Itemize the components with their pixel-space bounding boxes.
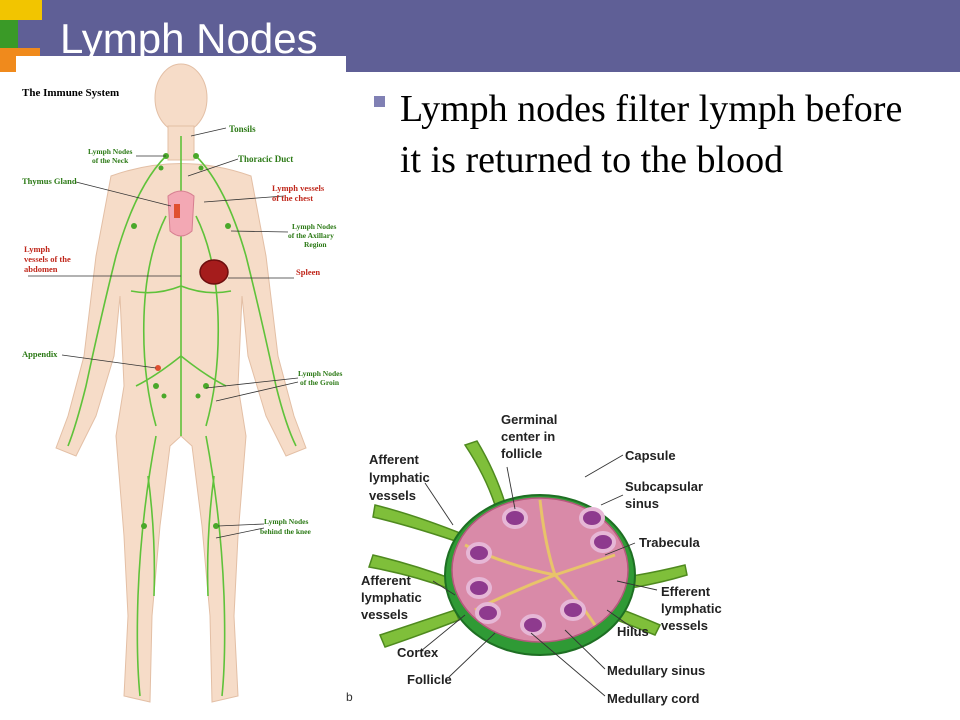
label-afferent-bot-3: vessels <box>361 607 408 622</box>
appendix-shape <box>155 365 161 371</box>
label-capsule: Capsule <box>625 448 676 463</box>
lymph-vessels <box>67 136 297 697</box>
bullet-text: Lymph nodes filter lymph before it is re… <box>400 88 903 181</box>
immune-system-heading: The Immune System <box>22 87 119 99</box>
label-appendix: Appendix <box>22 349 58 359</box>
label-efferent-1: Efferent <box>661 584 711 599</box>
label-groin-1: Lymph Nodes <box>298 369 342 378</box>
label-afferent-bot-2: lymphatic <box>361 590 422 605</box>
label-axillary-3: Region <box>304 240 327 249</box>
label-afferent-bot-1: Afferent <box>361 573 412 588</box>
diagram-label-lines <box>420 454 658 697</box>
label-abdomen-3: abdomen <box>24 264 58 274</box>
label-neck-nodes-2: of the Neck <box>92 156 129 165</box>
label-chest-vessels-2: of the chest <box>272 193 313 203</box>
label-afferent-top-3: vessels <box>369 488 416 503</box>
label-spleen: Spleen <box>296 267 320 277</box>
label-neck-nodes-1: Lymph Nodes <box>88 147 132 156</box>
label-germinal-3: follicle <box>501 446 542 461</box>
lymph-node-diagram: Germinal center in follicle Capsule Subc… <box>355 405 760 720</box>
label-thoracic-duct: Thoracic Duct <box>238 154 293 164</box>
label-axillary-2: of the Axillary <box>288 231 334 240</box>
label-chest-vessels-1: Lymph vessels <box>272 183 325 193</box>
label-abdomen-1: Lymph <box>24 244 50 254</box>
label-knee-1: Lymph Nodes <box>264 517 308 526</box>
corner-accent-green <box>0 20 18 48</box>
label-afferent-top-1: Afferent <box>369 452 420 467</box>
label-follicle: Follicle <box>407 672 452 687</box>
label-medullary-sinus: Medullary sinus <box>607 663 705 678</box>
bullet-list: Lymph nodes filter lymph before it is re… <box>370 84 930 186</box>
follicles <box>466 507 616 636</box>
label-axillary-1: Lymph Nodes <box>292 222 336 231</box>
label-efferent-2: lymphatic <box>661 601 722 616</box>
label-knee-2: behind the knee <box>260 527 312 536</box>
label-efferent-3: vessels <box>661 618 708 633</box>
label-lines <box>28 127 299 539</box>
label-hilus: Hilus <box>617 624 649 639</box>
label-tonsils: Tonsils <box>229 124 256 134</box>
immune-system-figure: The Immune System Tonsils Lymph Nodes of… <box>16 56 346 720</box>
label-subcapsular-1: Subcapsular <box>625 479 703 494</box>
label-trabecula: Trabecula <box>639 535 700 550</box>
heart-accent <box>174 204 180 218</box>
label-germinal-1: Germinal <box>501 412 557 427</box>
footer-mark: b <box>346 690 353 704</box>
label-thymus: Thymus Gland <box>22 176 77 186</box>
label-afferent-top-2: lymphatic <box>369 470 430 485</box>
spleen-shape <box>199 259 229 285</box>
corner-accent-yellow <box>0 0 42 20</box>
thymus-shape <box>167 190 195 237</box>
slide-title: Lymph Nodes <box>60 15 318 62</box>
label-cortex: Cortex <box>397 645 439 660</box>
label-abdomen-2: vessels of the <box>24 254 71 264</box>
label-germinal-2: center in <box>501 429 555 444</box>
label-groin-2: of the Groin <box>300 378 340 387</box>
label-subcapsular-2: sinus <box>625 496 659 511</box>
square-bullet-icon <box>374 96 385 107</box>
label-medullary-cord: Medullary cord <box>607 691 700 706</box>
